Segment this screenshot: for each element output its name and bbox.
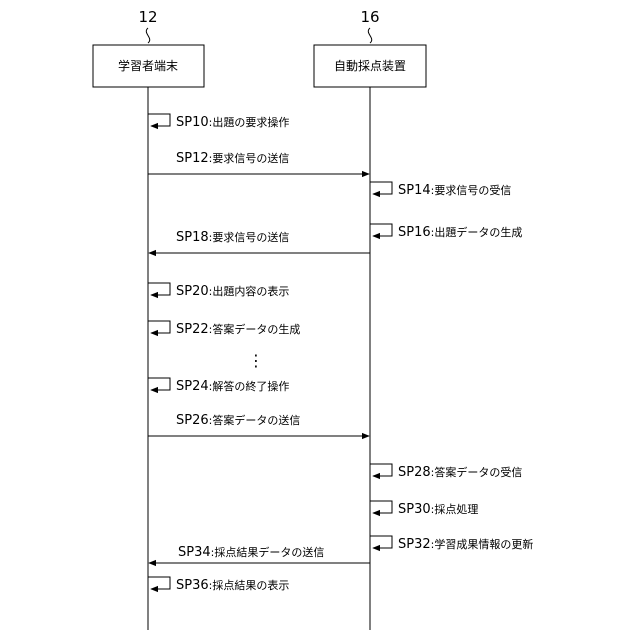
- sp24-label: SP24:解答の終了操作: [176, 379, 289, 394]
- sp28-description: 答案データの受信: [434, 465, 522, 479]
- sp26-id: SP26: [176, 413, 209, 428]
- sp24-description: 解答の終了操作: [212, 379, 289, 393]
- grader-label: 自動採点装置: [334, 59, 406, 73]
- sp32-description: 学習成果情報の更新: [434, 537, 533, 551]
- sp12-description: 要求信号の送信: [212, 151, 289, 165]
- sp34-label: SP34:採点結果データの送信: [178, 545, 324, 560]
- sp22-description: 答案データの生成: [212, 322, 300, 336]
- sp36-id: SP36: [176, 578, 209, 593]
- step-sp34: SP34:採点結果データの送信: [149, 545, 370, 563]
- ellipsis-continuation: ⋮: [248, 351, 264, 370]
- sp14-label: SP14:要求信号の受信: [398, 183, 511, 198]
- sp30-self-loop-arrow: [370, 501, 392, 513]
- sp32-id: SP32: [398, 537, 431, 552]
- terminal-leader-line: [146, 28, 149, 43]
- sp36-description: 採点結果の表示: [212, 578, 289, 592]
- steps-layer: SP10:出題の要求操作 SP12:要求信号の送信 SP14:要求信号の受信 SP16…: [148, 114, 533, 593]
- sp16-self-loop-arrow: [370, 224, 392, 236]
- terminal-label: 学習者端末: [118, 58, 178, 73]
- grader-leader-line: [368, 28, 371, 43]
- step-sp18: SP18:要求信号の送信: [149, 230, 370, 253]
- sp24-id: SP24: [176, 379, 209, 394]
- sp34-id: SP34: [178, 545, 211, 560]
- sp10-self-loop-arrow: [148, 114, 170, 126]
- sp20-self-loop-arrow: [148, 283, 170, 295]
- step-sp24: SP24:解答の終了操作: [148, 378, 289, 394]
- sp16-id: SP16: [398, 225, 431, 240]
- sp22-id: SP22: [176, 322, 209, 337]
- sp14-description: 要求信号の受信: [434, 184, 511, 197]
- sp34-description: 採点結果データの送信: [214, 545, 324, 559]
- sp22-label: SP22:答案データの生成: [176, 322, 300, 337]
- sp36-self-loop-arrow: [148, 577, 170, 589]
- sp20-id: SP20: [176, 284, 209, 299]
- sp18-id: SP18: [176, 230, 209, 245]
- sp30-description: 採点処理: [434, 502, 478, 516]
- sp28-self-loop-arrow: [370, 464, 392, 476]
- sp14-id: SP14: [398, 183, 431, 198]
- sp32-self-loop-arrow: [370, 536, 392, 548]
- step-sp12: SP12:要求信号の送信: [148, 151, 369, 174]
- sp10-id: SP10: [176, 115, 209, 130]
- step-sp16: SP16:出題データの生成: [370, 224, 522, 240]
- step-sp26: SP26:答案データの送信: [148, 413, 369, 436]
- grader-ref-number: 16: [360, 8, 379, 26]
- sp32-label: SP32:学習成果情報の更新: [398, 537, 533, 552]
- sp28-label: SP28:答案データの受信: [398, 465, 522, 480]
- sp30-label: SP30:採点処理: [398, 502, 478, 517]
- step-sp22: SP22:答案データの生成: [148, 321, 300, 337]
- sp36-label: SP36:採点結果の表示: [176, 578, 289, 593]
- sp18-description: 要求信号の送信: [212, 230, 289, 244]
- sp24-self-loop-arrow: [148, 378, 170, 390]
- sp18-label: SP18:要求信号の送信: [176, 230, 289, 245]
- sp10-label: SP10:出題の要求操作: [176, 115, 289, 130]
- step-sp14: SP14:要求信号の受信: [370, 182, 511, 198]
- sp20-label: SP20:出題内容の表示: [176, 284, 289, 299]
- sp26-label: SP26:答案データの送信: [176, 413, 300, 428]
- sp10-description: 出題の要求操作: [212, 115, 289, 129]
- sp30-id: SP30: [398, 502, 431, 517]
- sp12-id: SP12: [176, 151, 209, 166]
- sp28-id: SP28: [398, 465, 431, 480]
- sp12-label: SP12:要求信号の送信: [176, 151, 289, 166]
- sp16-label: SP16:出題データの生成: [398, 225, 522, 240]
- step-sp36: SP36:採点結果の表示: [148, 577, 289, 593]
- sp16-description: 出題データの生成: [434, 225, 522, 239]
- terminal-ref-number: 12: [138, 8, 157, 26]
- step-sp32: SP32:学習成果情報の更新: [370, 536, 533, 552]
- step-sp30: SP30:採点処理: [370, 501, 478, 517]
- sp22-self-loop-arrow: [148, 321, 170, 333]
- sp14-self-loop-arrow: [370, 182, 392, 194]
- sp20-description: 出題内容の表示: [212, 284, 289, 298]
- sp26-description: 答案データの送信: [212, 413, 300, 427]
- step-sp20: SP20:出題内容の表示: [148, 283, 289, 299]
- step-sp28: SP28:答案データの受信: [370, 464, 522, 480]
- step-sp10: SP10:出題の要求操作: [148, 114, 289, 130]
